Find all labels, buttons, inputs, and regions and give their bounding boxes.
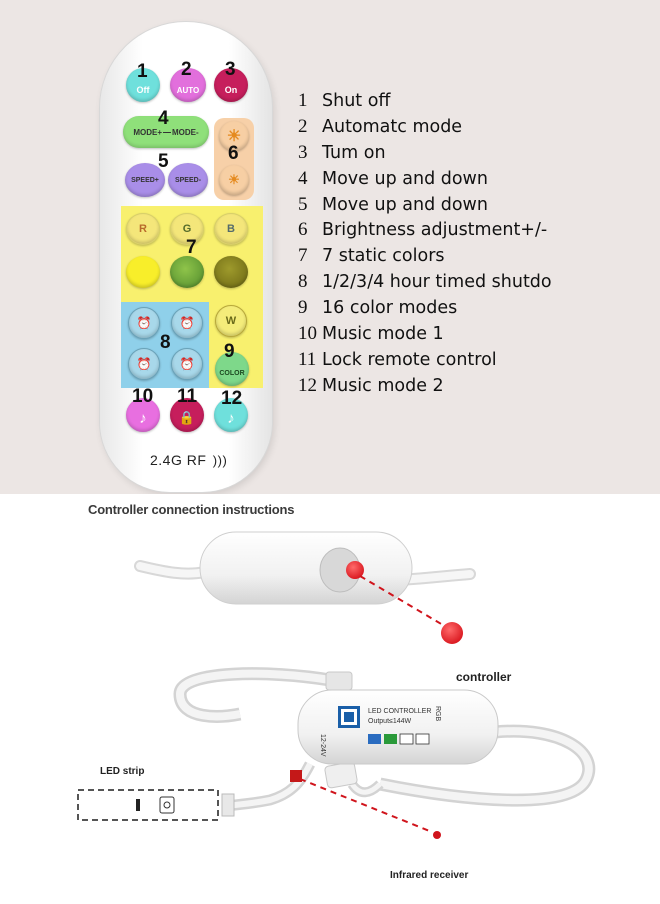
clock-icon: ⏰ bbox=[179, 316, 195, 330]
callout-10: 10 bbox=[132, 386, 154, 407]
mode-separator bbox=[163, 131, 171, 133]
callout-2: 2 bbox=[181, 59, 192, 80]
clock-icon: ⏰ bbox=[136, 357, 152, 371]
remote-diagram-panel: Off AUTO On MODE+ MODE- SPEED+ SPEED- ☀ … bbox=[0, 0, 660, 494]
music-mode-1-button[interactable]: ♪ bbox=[126, 398, 160, 432]
brightness-up-button[interactable]: ☀ bbox=[219, 121, 249, 151]
timer-2h-button[interactable]: ⏰ bbox=[171, 307, 203, 339]
callout-11: 11 bbox=[177, 386, 198, 407]
music-mode-2-button[interactable]: ♪ bbox=[214, 398, 248, 432]
controller-model-text: LED CONTROLLER bbox=[368, 708, 431, 715]
yellow-color-button[interactable] bbox=[126, 256, 160, 288]
connection-illustration: LED CONTROLLER Output≤144W 12-24V RGB bbox=[77, 531, 596, 839]
off-button[interactable]: Off bbox=[126, 68, 160, 102]
controller-cables bbox=[173, 667, 596, 812]
ir-receiver-unit bbox=[134, 531, 476, 605]
controller-voltage-text: 12-24V bbox=[319, 734, 326, 757]
speed-plus-button[interactable]: SPEED+ bbox=[125, 163, 165, 197]
callout-1: 1 bbox=[137, 61, 148, 82]
pointer-dot-top bbox=[441, 622, 463, 644]
callout-8: 8 bbox=[160, 332, 171, 353]
callout-6: 6 bbox=[228, 143, 239, 164]
led-strip bbox=[77, 789, 235, 821]
clock-icon: ⏰ bbox=[179, 357, 195, 371]
callout-9: 9 bbox=[224, 341, 235, 362]
red-button[interactable]: R bbox=[126, 213, 160, 245]
olive-color-button[interactable] bbox=[214, 256, 248, 288]
led-strip-label: LED strip bbox=[100, 766, 145, 777]
white-button[interactable]: W bbox=[215, 305, 247, 337]
wireless-signal-icon: ))) bbox=[212, 453, 228, 468]
controller-rgb-text: RGB bbox=[434, 706, 441, 722]
lock-button[interactable]: 🔒 bbox=[170, 398, 204, 432]
sun-small-icon: ☀ bbox=[228, 172, 240, 187]
green-button[interactable]: G bbox=[170, 213, 204, 245]
dark-green-color-button[interactable] bbox=[170, 256, 204, 288]
timer-1h-button[interactable]: ⏰ bbox=[128, 307, 160, 339]
sun-icon: ☀ bbox=[226, 128, 242, 145]
clock-icon: ⏰ bbox=[136, 316, 152, 330]
led-controller-box bbox=[297, 689, 499, 765]
callout-5: 5 bbox=[158, 151, 169, 172]
infrared-receiver-label: Infrared receiver bbox=[390, 870, 469, 881]
pointer-dot-bottom bbox=[433, 831, 441, 839]
auto-button[interactable]: AUTO bbox=[170, 68, 206, 102]
callout-3: 3 bbox=[225, 59, 236, 80]
controller-output-text: Output≤144W bbox=[368, 718, 412, 725]
mode-button[interactable]: MODE+ MODE- bbox=[123, 116, 209, 148]
music-note-icon: ♪ bbox=[139, 409, 147, 427]
timer-3h-button[interactable]: ⏰ bbox=[128, 348, 160, 380]
controller-label: controller bbox=[456, 670, 512, 684]
connection-panel: Controller connection instructions bbox=[0, 494, 660, 904]
timer-4h-button[interactable]: ⏰ bbox=[171, 348, 203, 380]
connection-title: Controller connection instructions bbox=[88, 502, 295, 517]
ir-receiver-head bbox=[290, 770, 302, 782]
lock-icon: 🔒 bbox=[178, 410, 196, 425]
callout-12: 12 bbox=[221, 388, 243, 409]
on-button[interactable]: On bbox=[214, 68, 248, 102]
music-note-icon: ♪ bbox=[227, 409, 235, 427]
pointer-line-bottom bbox=[299, 778, 433, 833]
color-mode-button[interactable]: COLOR bbox=[215, 352, 249, 386]
callout-7: 7 bbox=[186, 237, 197, 258]
remote-brand: 2.4G RF ))) bbox=[150, 452, 228, 468]
blue-button[interactable]: B bbox=[214, 213, 248, 245]
brightness-down-button[interactable]: ☀ bbox=[219, 165, 249, 195]
callout-4: 4 bbox=[158, 108, 169, 129]
speed-minus-button[interactable]: SPEED- bbox=[168, 163, 208, 197]
